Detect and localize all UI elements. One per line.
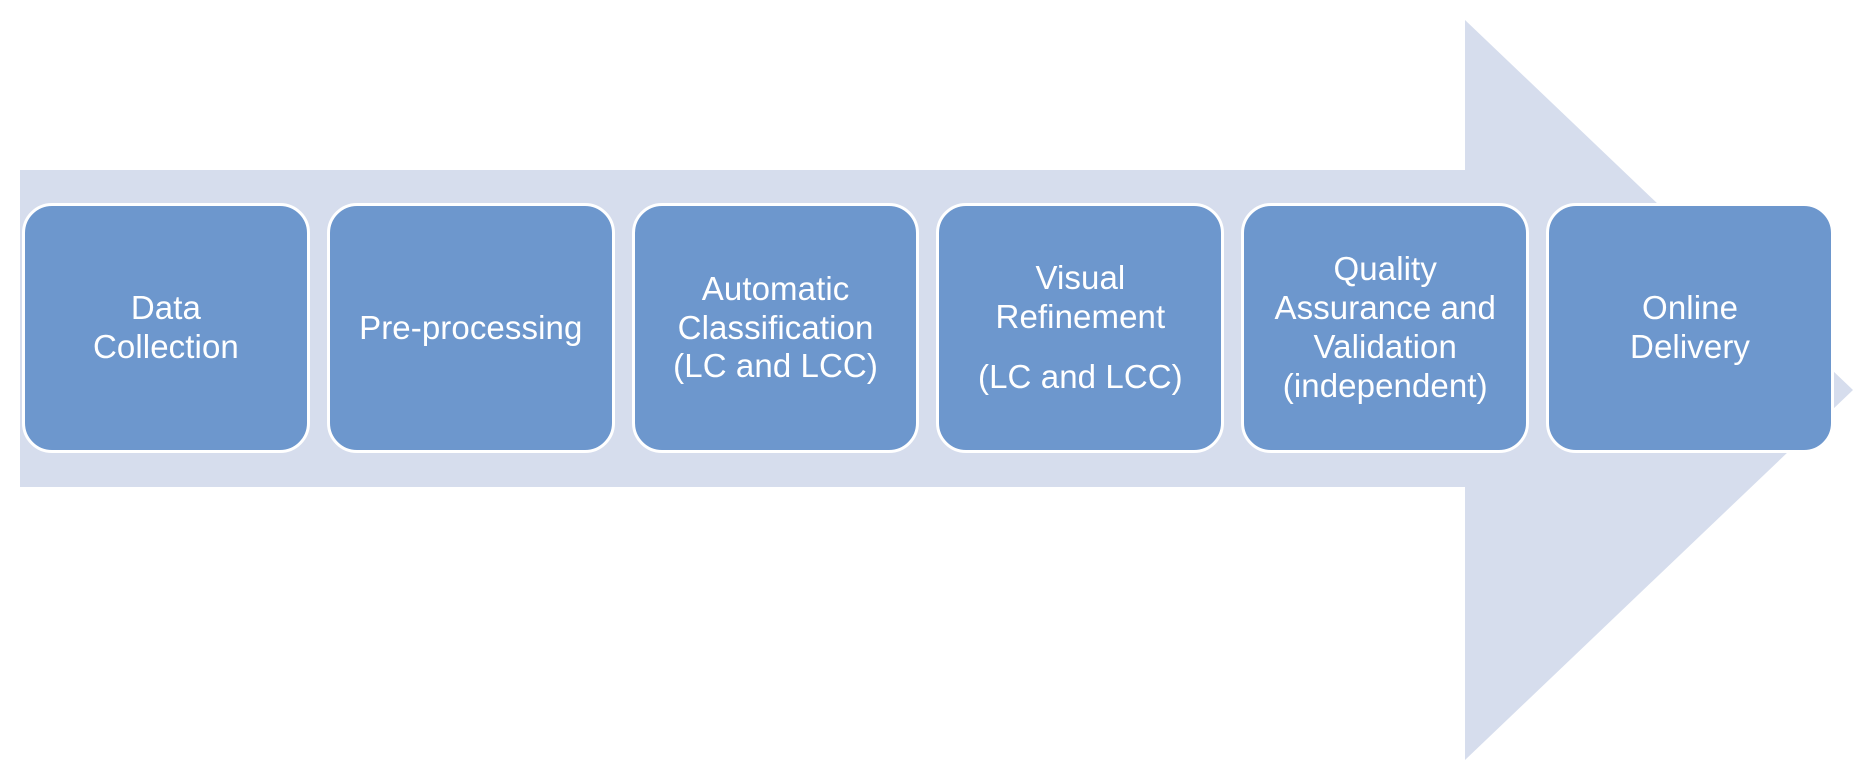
stage-box-quality-assurance-and-validation[interactable]: Quality Assurance and Validation (indepe… — [1241, 203, 1530, 453]
stage-label-line: Data — [130, 289, 201, 327]
stage-box-automatic-classification[interactable]: Automatic Classification (LC and LCC) — [631, 203, 920, 453]
stage-label-line: Classification — [677, 308, 874, 346]
stage-label-line: Automatic — [701, 269, 850, 307]
stage-label-line: Visual — [1035, 259, 1126, 297]
stage-label-line: Validation — [1313, 328, 1457, 365]
stage-label-line: (LC and LCC) — [673, 347, 878, 385]
stage-label-line: (LC and LCC) — [978, 357, 1183, 395]
stage-label-line: Pre-processing — [359, 308, 583, 346]
stage-box-row: Data Collection Pre-processing Automatic… — [22, 203, 1834, 453]
stage-label-line: Delivery — [1630, 328, 1751, 365]
stage-box-online-delivery[interactable]: Online Delivery — [1546, 203, 1834, 453]
stage-label-line: Online — [1642, 289, 1739, 327]
stage-box-visual-refinement[interactable]: Visual Refinement (LC and LCC) — [936, 203, 1225, 453]
stage-label-line: Refinement — [995, 298, 1166, 336]
stage-label-line: Assurance and — [1274, 289, 1496, 327]
stage-label-line: Collection — [92, 328, 239, 365]
stage-box-data-collection[interactable]: Data Collection — [22, 203, 310, 453]
stage-box-pre-processing[interactable]: Pre-processing — [326, 203, 615, 453]
stage-label-line: Quality — [1333, 250, 1437, 288]
stage-label-line: (independent) — [1282, 366, 1488, 404]
